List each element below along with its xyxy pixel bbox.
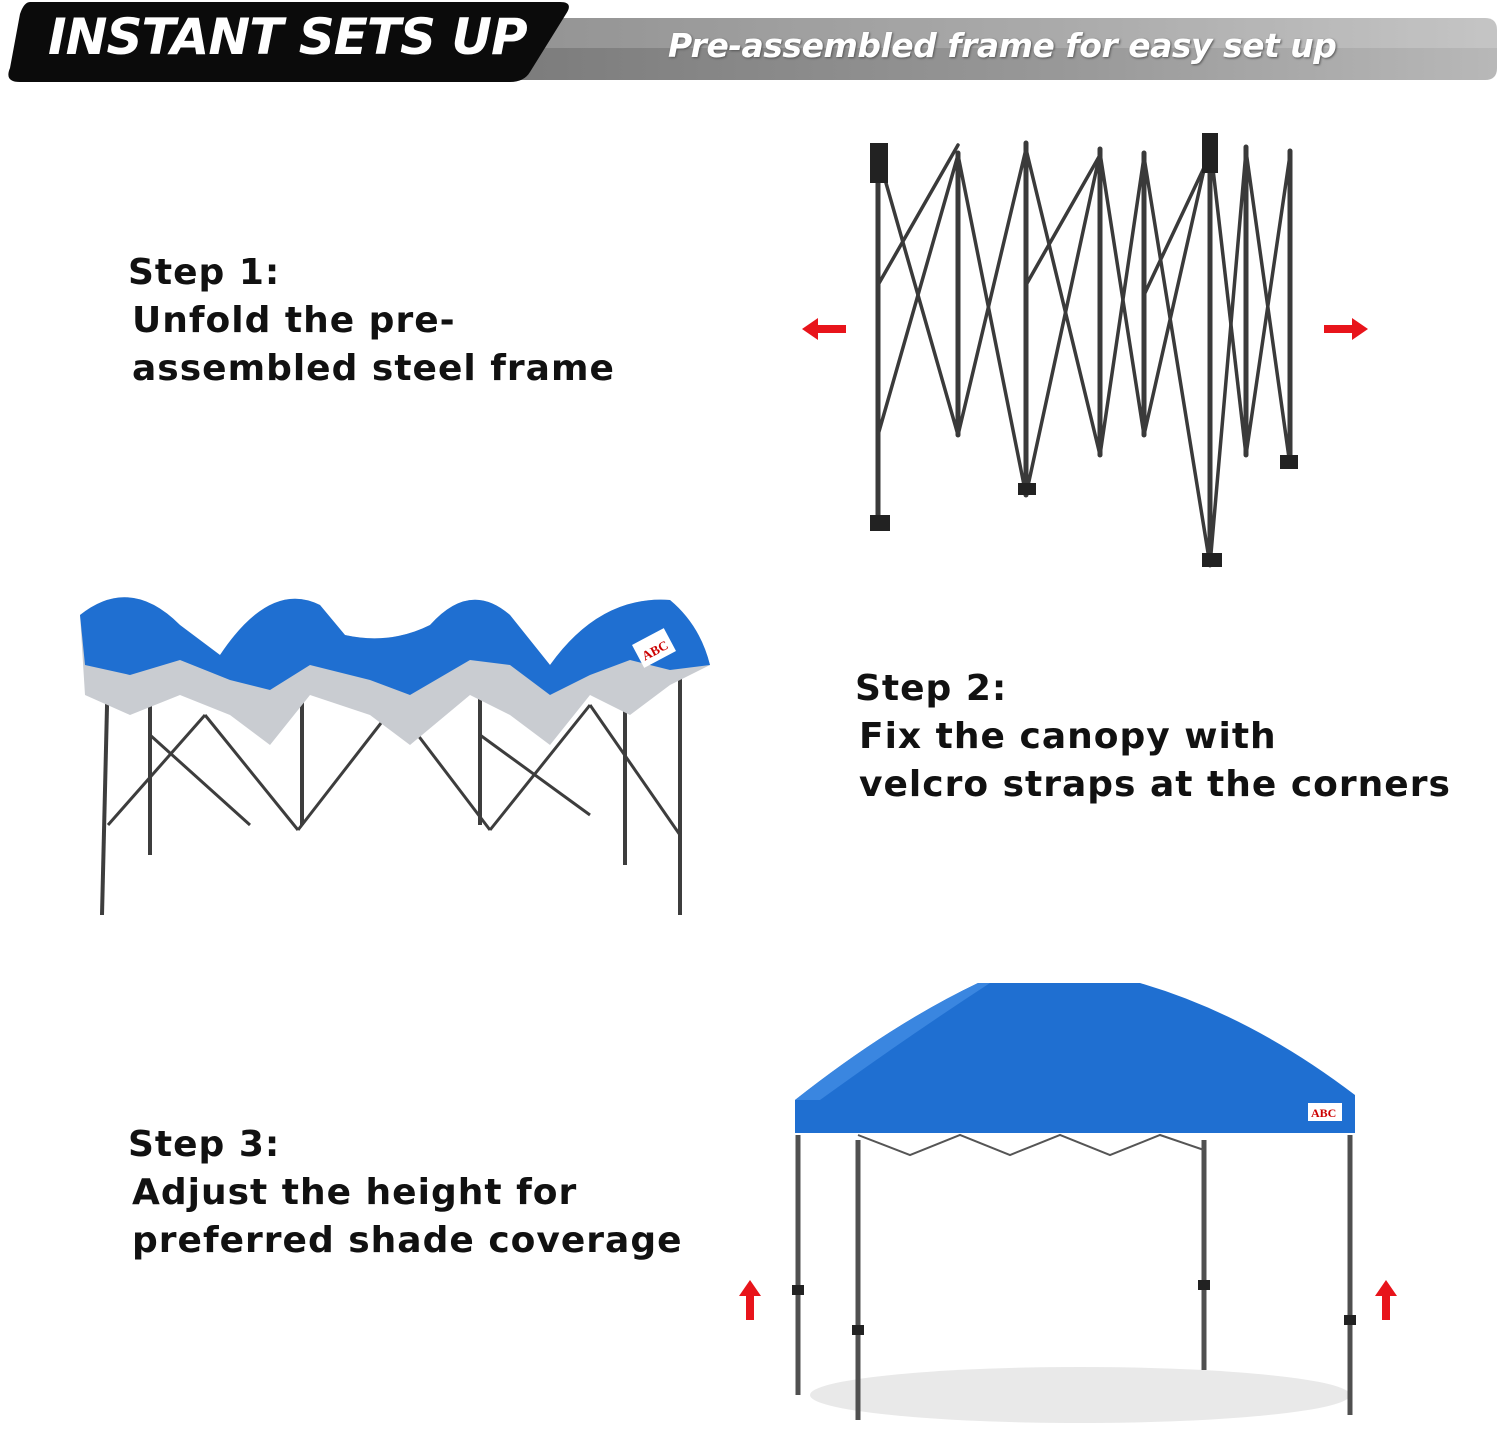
step-1-line-2: assembled steel frame (132, 348, 615, 389)
banner-subtitle: Pre-assembled frame for easy set up (668, 26, 1337, 65)
banner-title: INSTANT SETS UP (48, 8, 528, 66)
step-2-text: Step 2: Fix the canopy with velcro strap… (855, 665, 1451, 809)
step-2-line-2: velcro straps at the corners (859, 764, 1451, 805)
arrow-up-icon (739, 1280, 761, 1320)
step-1-line-1: Unfold the pre- (132, 300, 456, 341)
arrow-up-icon (1375, 1280, 1397, 1320)
step-2-line-1: Fix the canopy with (859, 716, 1277, 757)
step-3-line-2: preferred shade coverage (132, 1220, 683, 1261)
step-3-line-1: Adjust the height for (132, 1172, 578, 1213)
arrow-right-icon (1324, 318, 1368, 340)
header-banner: INSTANT SETS UP Pre-assembled frame for … (0, 0, 1500, 90)
step-3-heading: Step 3: (128, 1124, 281, 1165)
step-1-text: Step 1: Unfold the pre- assembled steel … (128, 249, 615, 393)
full-canopy-illustration: ABC (792, 983, 1356, 1423)
step-1-heading: Step 1: (128, 252, 281, 293)
abc-logo-2: ABC (1311, 1106, 1336, 1120)
folded-frame-illustration (870, 133, 1298, 568)
banner-background (8, 2, 1497, 82)
step-2-heading: Step 2: (855, 668, 1008, 709)
partial-canopy-illustration: ABC (80, 597, 710, 916)
arrow-left-icon (802, 318, 846, 340)
step-3-text: Step 3: Adjust the height for preferred … (128, 1121, 683, 1265)
